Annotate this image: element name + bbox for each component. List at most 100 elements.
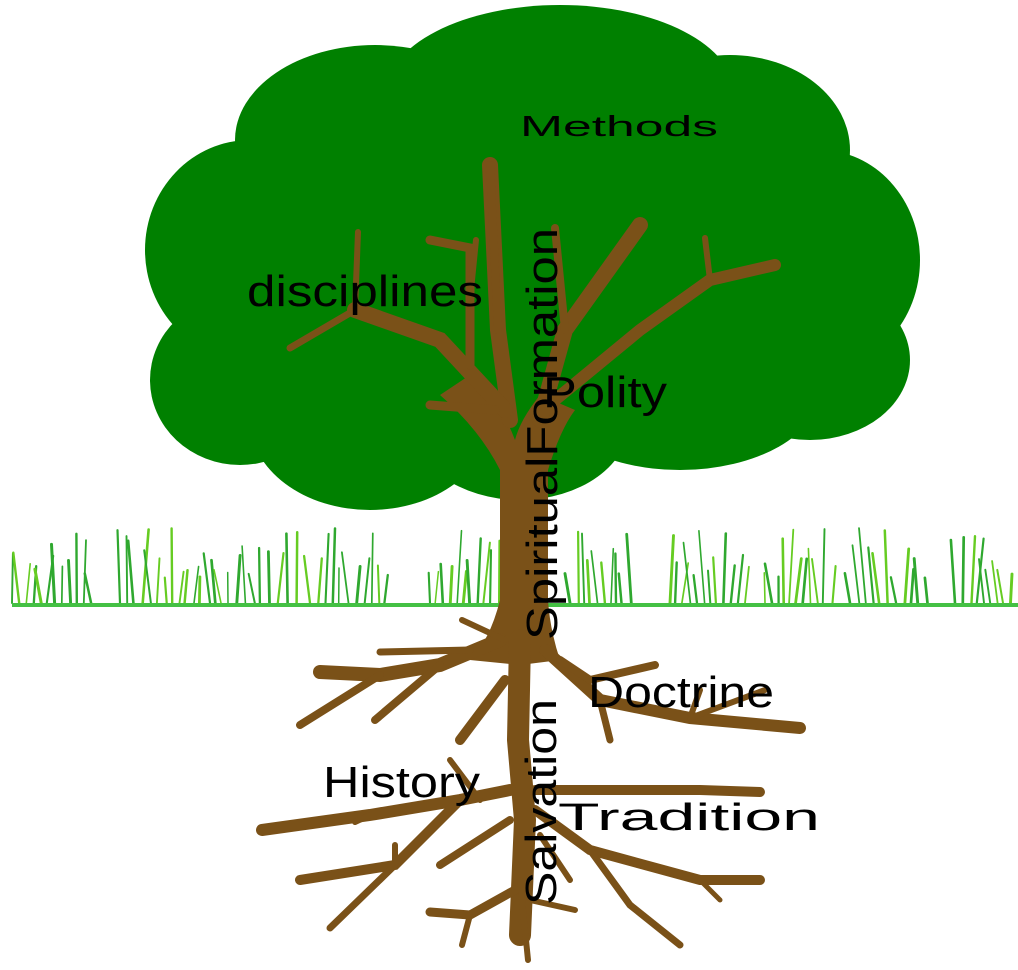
grass-blade	[883, 529, 889, 605]
grass-blade	[341, 551, 350, 604]
grass-blade	[302, 554, 312, 605]
grass-blade	[267, 550, 271, 605]
grass-blade	[193, 565, 200, 604]
grass-blade	[794, 557, 803, 605]
grass-blade	[295, 531, 299, 605]
grass-blade	[577, 530, 580, 605]
grass-blade	[673, 561, 678, 605]
grass-blade	[213, 569, 222, 604]
grass-blade	[600, 561, 607, 605]
grass-blade	[465, 558, 472, 605]
grass-blade	[984, 568, 992, 604]
grass-blade	[585, 559, 591, 605]
grass-blade	[448, 565, 454, 605]
grass-blade	[831, 564, 837, 605]
grass-blade	[970, 535, 977, 605]
grass-blade	[370, 532, 374, 604]
grass-blade	[889, 576, 898, 605]
grass-blade	[317, 557, 323, 605]
grass-blade	[961, 535, 966, 605]
grass-blade	[991, 560, 999, 604]
grass-blade	[235, 553, 242, 605]
grass-blade	[712, 556, 717, 605]
grass-blade	[456, 529, 463, 604]
grass-blade	[434, 570, 440, 604]
grass-blade	[617, 572, 623, 605]
grass-blade	[376, 564, 381, 604]
grass-blade	[707, 569, 712, 604]
grass-blade	[363, 557, 371, 604]
grass-blade	[11, 552, 14, 604]
grass-blade	[476, 537, 482, 605]
grass-blade	[67, 558, 73, 605]
label-tradition: Tradition	[558, 797, 820, 839]
label-methods: Methods	[520, 111, 718, 143]
grass-blade	[996, 568, 1004, 604]
grass-blade	[155, 557, 161, 604]
grass-blade	[170, 527, 174, 605]
grass-blade	[625, 532, 633, 605]
grass-blade	[33, 567, 43, 605]
grass-blade	[788, 528, 795, 604]
label-salvation: Salvation	[517, 699, 566, 905]
grass-blade	[25, 563, 31, 604]
grass-blade	[50, 542, 57, 605]
label-doctrine: Doctrine	[588, 668, 774, 717]
grass-blade	[257, 546, 262, 605]
grass-blade	[383, 573, 389, 605]
grass-blade	[729, 564, 736, 605]
grass-blade	[116, 529, 122, 605]
grass-blade	[163, 576, 168, 605]
grass-blade	[461, 569, 468, 605]
tree-canopy	[145, 5, 920, 510]
grass-blade	[858, 527, 867, 604]
grass-blade	[698, 530, 706, 604]
grass-blade	[210, 558, 217, 605]
grass-blade	[763, 562, 774, 605]
grass-blade	[610, 547, 615, 604]
grass-blade	[563, 572, 572, 605]
grass-blade	[355, 564, 362, 605]
grass-blade	[581, 532, 586, 604]
grass-blade	[125, 535, 129, 604]
grass-blade	[247, 572, 256, 604]
grass-blade	[482, 541, 491, 604]
grass-blade	[801, 557, 809, 605]
tree-trunk	[440, 375, 575, 665]
grass-blade	[183, 569, 189, 605]
grass-blade	[781, 537, 785, 605]
grass-blade	[871, 552, 881, 605]
grass-blade	[692, 574, 699, 605]
label-spiritual-formation: SpiritualFormation	[518, 228, 567, 640]
grass-blade	[763, 572, 766, 604]
grass-blade	[285, 532, 289, 605]
grass-blade	[807, 547, 812, 604]
grass-blade	[489, 549, 493, 605]
grass-blade	[821, 528, 826, 604]
grass-blade	[614, 552, 618, 605]
grass-blade	[736, 553, 745, 605]
grass-blade	[178, 570, 185, 604]
tree-branches	[286, 157, 781, 428]
grass-blade	[331, 527, 337, 605]
grass-blade	[978, 558, 985, 604]
grass-blade	[427, 571, 432, 605]
grass-blade	[202, 552, 212, 605]
grass	[11, 527, 1014, 605]
grass-blade	[949, 538, 957, 605]
grass-blade	[1009, 572, 1014, 605]
grass-blade	[82, 539, 87, 604]
grass-blade	[867, 546, 875, 605]
grass-blade	[722, 532, 728, 605]
tree-roots	[256, 617, 806, 963]
grass-blade	[843, 572, 852, 605]
grass-blade	[12, 551, 21, 605]
grass-blade	[744, 565, 750, 604]
grass-blade	[912, 557, 920, 605]
grass-blade	[276, 552, 285, 605]
label-polity: Polity	[543, 368, 667, 417]
grass-blade	[439, 562, 445, 605]
label-disciplines: disciplines	[247, 267, 483, 316]
grass-blade	[126, 539, 135, 605]
